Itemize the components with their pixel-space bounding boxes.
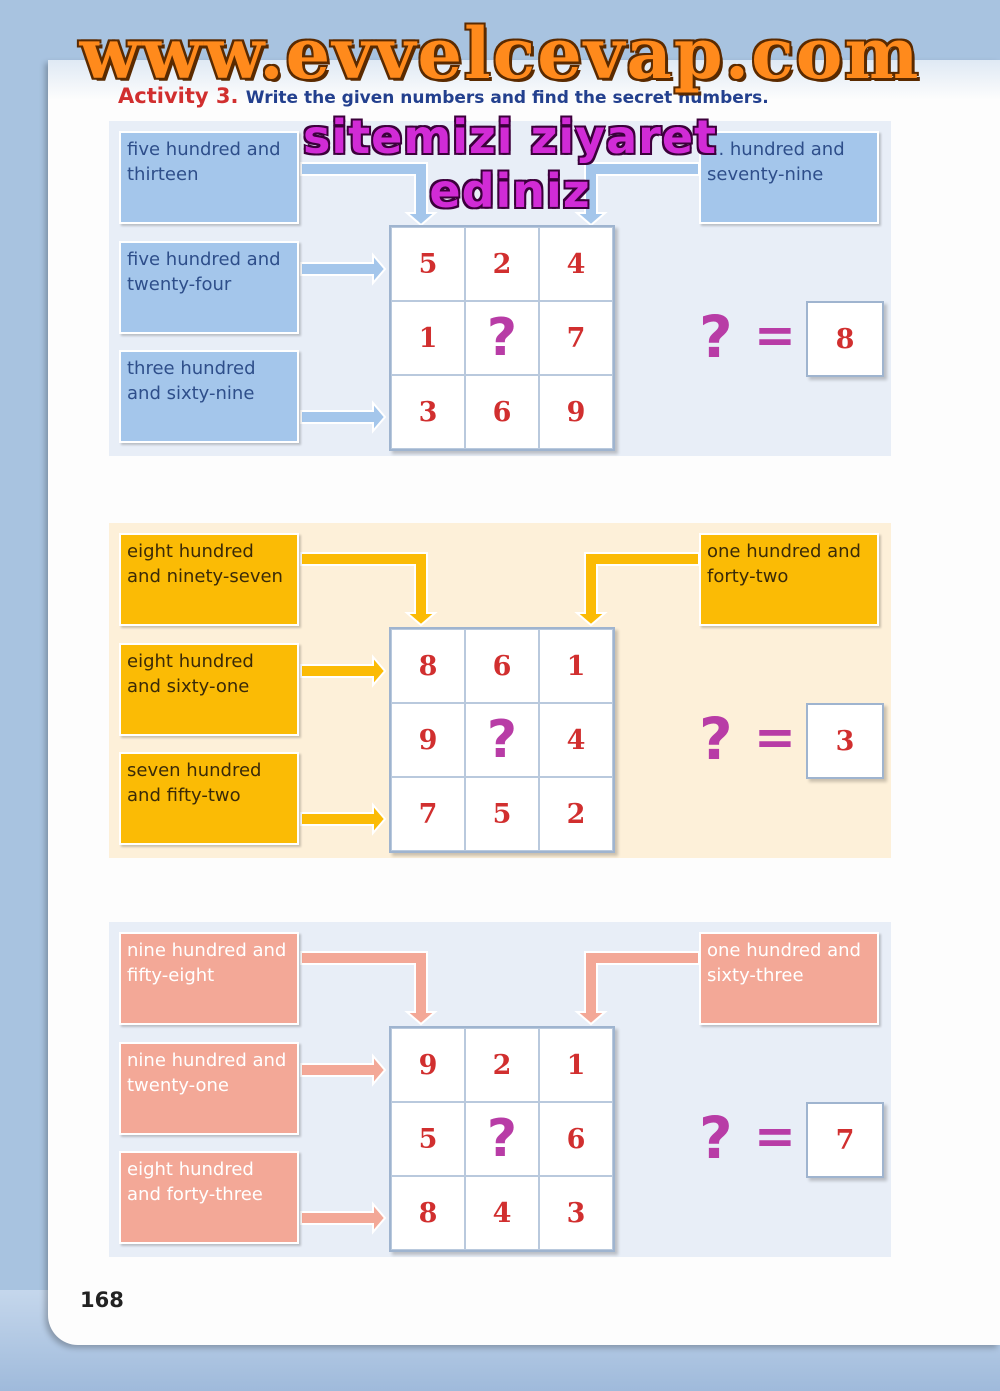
grid-cell: 3 [539,1176,613,1250]
page-bottom-curve [60,1288,1000,1343]
activity-title: Activity 3. Write the given numbers and … [118,84,769,108]
clue-top-right: one hundred and sixty-three [699,932,879,1025]
puzzle-2-arrows [300,552,700,836]
grid-cell: 1 [539,1028,613,1102]
clue-bottom-left: seven hundred and fifty-two [119,752,299,845]
grid-cell: 2 [465,1028,539,1102]
secret-cell: ? [465,301,539,375]
watermark-site: www.evvelcevap.com [79,12,921,95]
grid-cell: 8 [391,629,465,703]
grid-cell: 5 [465,777,539,851]
grid-cell: 6 [465,375,539,449]
activity-instruction: Write the given numbers and find the sec… [245,88,769,108]
grid-cell: 5 [391,227,465,301]
grid-cell: 6 [465,629,539,703]
clue-top-right: one hundred and forty-two [699,533,879,626]
clue-middle-left: eight hundred and sixty-one [119,643,299,736]
grid-cell: 7 [539,301,613,375]
activity-label: Activity 3. [118,84,239,108]
clue-top-left: five hundred and thirteen [119,131,299,224]
puzzle-3-arrows [300,951,700,1235]
grid-cell: 4 [539,703,613,777]
grid-cell: 4 [465,1176,539,1250]
grid-cell: 1 [539,629,613,703]
clue-middle-left: five hundred and twenty-four [119,241,299,334]
equals-sign: = [754,1107,796,1165]
grid-cell: 9 [391,703,465,777]
question-mark: ? [699,1104,733,1172]
clue-middle-left: nine hundred and twenty-one [119,1042,299,1135]
grid-cell: 4 [539,227,613,301]
puzzle-3: nine hundred and fifty-eight one hundred… [109,922,891,1257]
equals-sign: = [754,708,796,766]
page-number: 168 [80,1288,124,1312]
answer-box[interactable]: 3 [806,703,884,779]
answer-box[interactable]: 7 [806,1102,884,1178]
grid-cell: 1 [391,301,465,375]
secret-cell: ? [465,703,539,777]
question-mark: ? [699,705,733,773]
equals-sign: = [754,306,796,364]
clue-bottom-left: eight hundred and forty-three [119,1151,299,1244]
number-grid: 8 6 1 9 ? 4 7 5 2 [389,627,615,853]
grid-cell: 9 [539,375,613,449]
grid-cell: 9 [391,1028,465,1102]
grid-cell: 7 [391,777,465,851]
grid-cell: 8 [391,1176,465,1250]
watermark-visit: sitemizi ziyaret ediniz [302,110,718,218]
page-top-shading [48,60,1000,100]
grid-cell: 6 [539,1102,613,1176]
clue-bottom-left: three hundred and sixty-nine [119,350,299,443]
clue-top-left: eight hundred and ninety-seven [119,533,299,626]
number-grid: 5 2 4 1 ? 7 3 6 9 [389,225,615,451]
answer-box[interactable]: 8 [806,301,884,377]
grid-cell: 2 [539,777,613,851]
grid-cell: 3 [391,375,465,449]
clue-top-right: ... hundred and seventy-nine [699,131,879,224]
grid-cell: 2 [465,227,539,301]
secret-cell: ? [465,1102,539,1176]
clue-top-left: nine hundred and fifty-eight [119,932,299,1025]
grid-cell: 5 [391,1102,465,1176]
puzzle-1: five hundred and thirteen ... hundred an… [109,121,891,456]
number-grid: 9 2 1 5 ? 6 8 4 3 [389,1026,615,1252]
puzzle-2: eight hundred and ninety-seven one hundr… [109,523,891,858]
question-mark: ? [699,303,733,371]
puzzle-1-arrows [300,162,700,434]
